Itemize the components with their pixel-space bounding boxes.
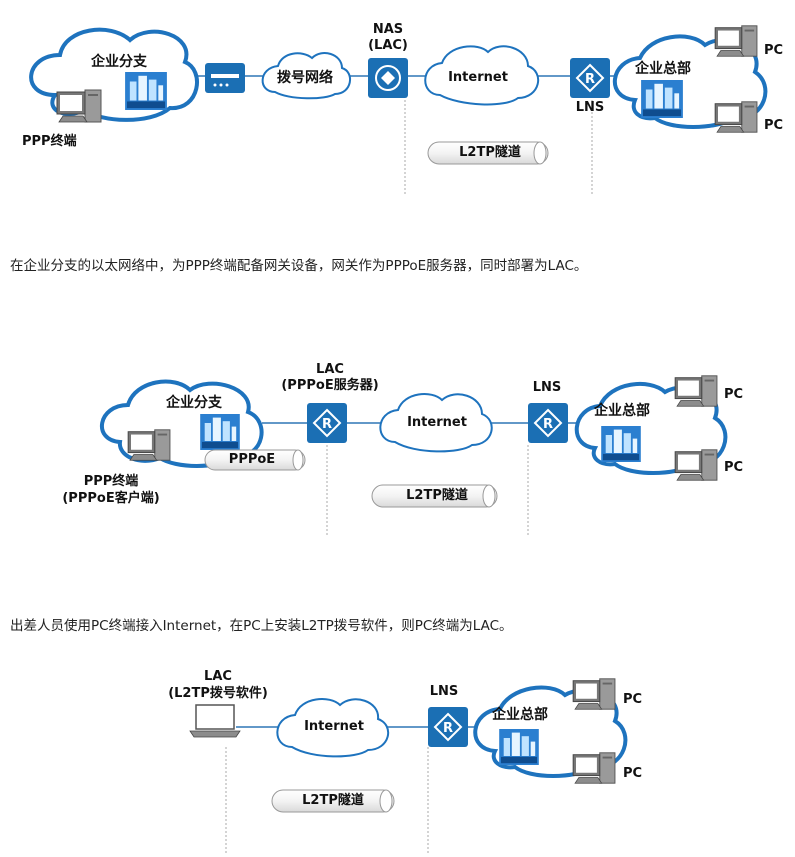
hq-pc-2-label-2: PC xyxy=(724,460,744,475)
dialup-cloud xyxy=(261,52,351,100)
hq-label-1: 企业总部 xyxy=(635,61,691,77)
pppoe-pipe xyxy=(204,449,306,471)
hq-label-3: 企业总部 xyxy=(492,707,548,723)
dialup-network-label: 拨号网络 xyxy=(277,70,333,86)
pppoe-label: PPPoE xyxy=(228,452,276,467)
lac-router-icon xyxy=(307,403,347,443)
paragraph-2: 出差人员使用PC终端接入Internet，在PC上安装L2TP拨号软件，则PC终… xyxy=(10,618,513,634)
hq-pc-2-label: PC xyxy=(764,118,784,133)
diagram-2: 企业分支 LAC (PPPoE服务器) Internet LNS 企业总部 PC… xyxy=(0,350,795,540)
branch-enterprise-icon xyxy=(125,72,167,110)
internet-label-2: Internet xyxy=(407,415,467,430)
branch-cloud xyxy=(29,27,199,122)
diagram-3: LAC (L2TP拨号软件) Internet LNS 企业总部 PC PC L… xyxy=(0,665,795,857)
hq-pc-1-label-2: PC xyxy=(724,387,744,402)
lns-router-icon xyxy=(570,58,610,98)
lns-label-2: LNS xyxy=(532,380,562,395)
diagram-1-graphics xyxy=(29,25,768,195)
l2tp-tunnel-pipe-2 xyxy=(371,484,498,508)
lns-label-1: LNS xyxy=(575,100,605,115)
hq-pc-1-icon xyxy=(714,25,758,57)
hq-pc-2-icon xyxy=(714,101,758,133)
diagram-1: 企业分支 PPP终端 拨号网络 NAS (LAC) Internet LNS 企… xyxy=(0,0,795,215)
hq-label-2: 企业总部 xyxy=(594,403,650,419)
lns-router-icon-2 xyxy=(528,403,568,443)
paragraph-1: 在企业分支的以太网络中，为PPP终端配备网关设备，网关作为PPPoE服务器，同时… xyxy=(10,258,588,274)
l2tp-tunnel-pipe xyxy=(427,141,549,165)
lac-sub-label: (PPPoE服务器) xyxy=(281,378,379,393)
lac-sub-label-3: (L2TP拨号软件) xyxy=(168,686,268,701)
internet-cloud-2 xyxy=(379,393,493,453)
tunnel-label-1: L2TP隧道 xyxy=(459,145,521,160)
ppp-terminal-sub-label: (PPPoE客户端) xyxy=(62,491,160,506)
internet-cloud-3 xyxy=(276,698,390,758)
laptop-lac-icon xyxy=(189,704,241,738)
hq-enterprise-icon xyxy=(641,80,683,118)
branch-enterprise-icon-2 xyxy=(200,414,240,450)
internet-label-3: Internet xyxy=(304,719,364,734)
ppp-terminal-label-2: PPP终端 xyxy=(83,474,139,489)
tunnel-label-2: L2TP隧道 xyxy=(406,488,468,503)
internet-cloud-1 xyxy=(424,45,540,106)
nas-sub-label: (LAC) xyxy=(368,38,408,53)
hq-enterprise-icon-3 xyxy=(499,729,539,765)
diagram-2-graphics xyxy=(100,375,728,535)
ppp-terminal-pc-icon xyxy=(56,89,102,123)
l2tp-tunnel-pipe-3 xyxy=(271,789,395,813)
lac-label: LAC xyxy=(316,362,344,377)
hq-pc-2-label-3: PC xyxy=(623,766,643,781)
internet-label-1: Internet xyxy=(448,70,508,85)
lac-label-3: LAC xyxy=(204,669,232,684)
tunnel-label-3: L2TP隧道 xyxy=(302,793,364,808)
hq-pc-1-label: PC xyxy=(764,43,784,58)
branch-label: 企业分支 xyxy=(91,54,147,70)
diagram-3-graphics xyxy=(189,678,628,853)
branch-label-2: 企业分支 xyxy=(166,395,222,411)
lns-router-icon-3 xyxy=(428,707,468,747)
hq-enterprise-icon-2 xyxy=(601,426,641,462)
ppp-terminal-label: PPP终端 xyxy=(22,134,77,149)
nas-label: NAS xyxy=(372,22,404,37)
lns-label-3: LNS xyxy=(429,684,459,699)
hq-pc-1-label-3: PC xyxy=(623,692,643,707)
